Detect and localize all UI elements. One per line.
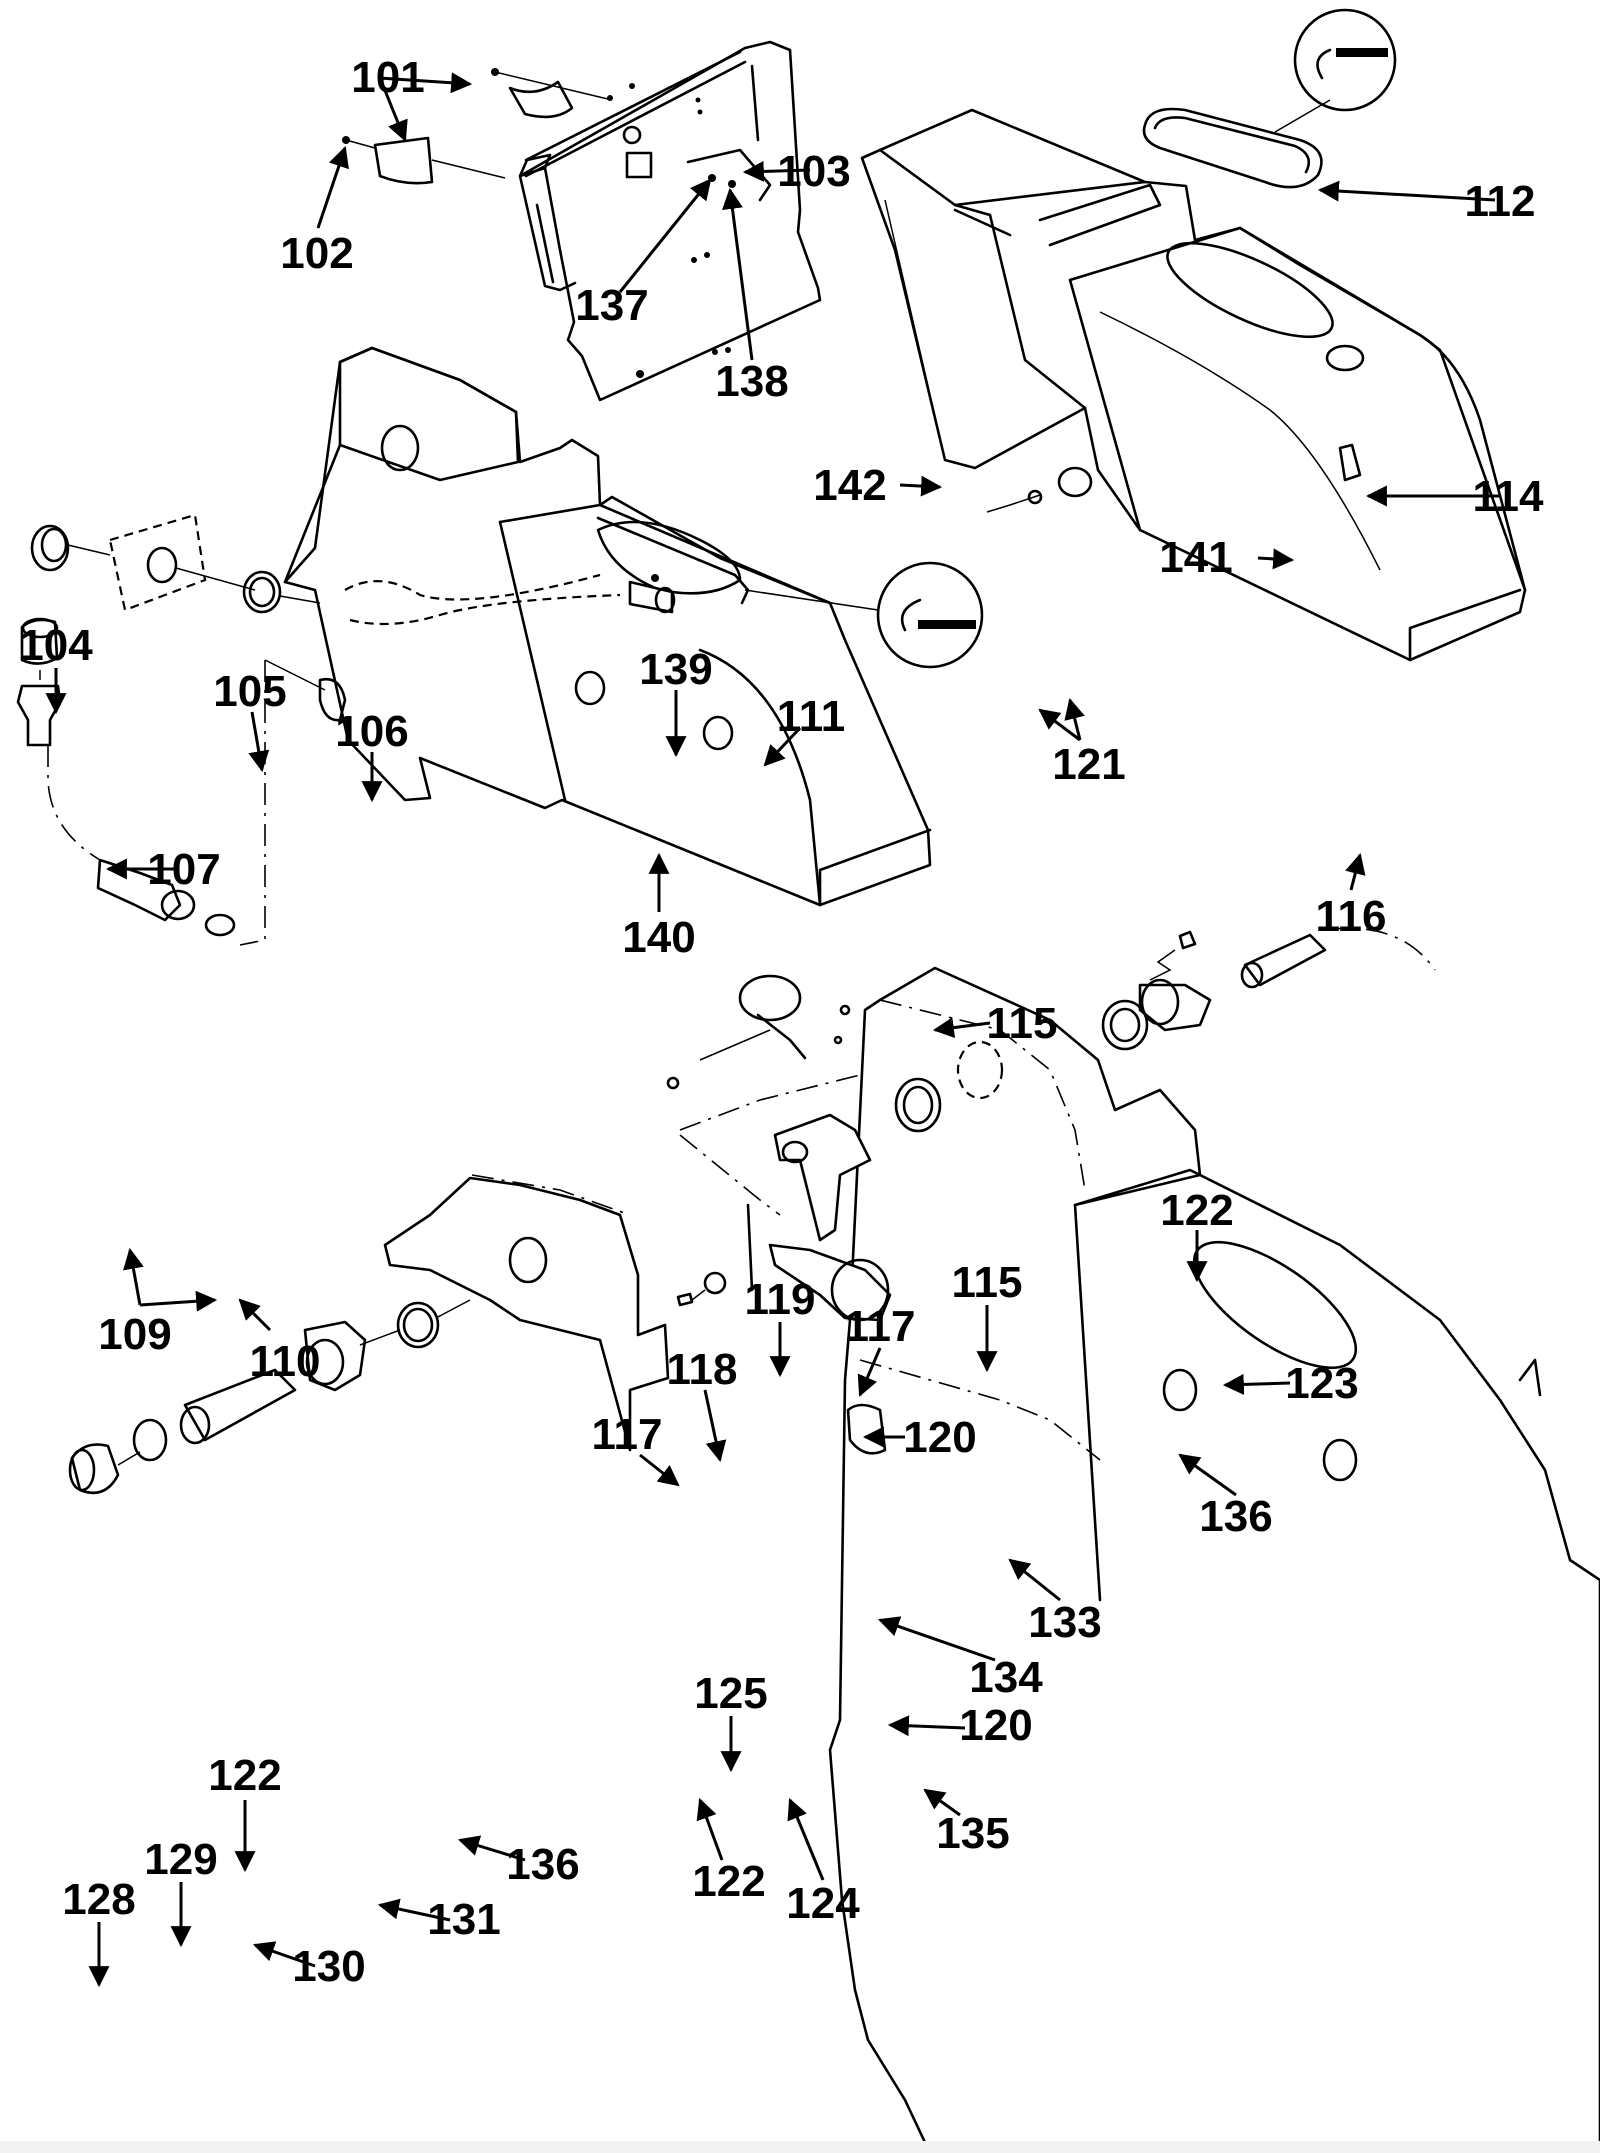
fittings-right <box>1101 927 1436 1051</box>
part-callout-103: 103 <box>777 147 850 196</box>
part-callout-111: 111 <box>777 692 846 741</box>
part-callout-119: 119 <box>745 1275 816 1324</box>
part-callout-115: 115 <box>987 999 1058 1048</box>
tank-115-lower <box>828 966 1600 2153</box>
tank-115-upper <box>283 346 932 907</box>
tank-bracket-lower-left <box>383 1174 670 1452</box>
part-callout-102: 102 <box>280 229 353 278</box>
part-callout-101: 101 <box>351 53 424 102</box>
callout-labels: 101 102 103 137 138 112 114 141 142 104 105 106 107 1… <box>19 53 1544 1991</box>
valve-parts <box>666 974 1004 1322</box>
part-callout-112: 112 <box>1465 177 1536 226</box>
clamp-101-lower <box>342 136 506 185</box>
part-callout-125: 125 <box>694 1669 767 1718</box>
part-callout-128: 128 <box>62 1875 135 1924</box>
part-callout-137: 137 <box>575 281 648 330</box>
part-callout-134: 134 <box>969 1653 1043 1702</box>
part-callout-110: 110 <box>250 1337 321 1386</box>
part-callout-121: 121 <box>1052 740 1125 789</box>
part-callout-115: 115 <box>952 1258 1023 1307</box>
leader-lines <box>45 72 1500 1988</box>
part-callout-129: 129 <box>144 1835 217 1884</box>
part-callout-140: 140 <box>622 913 695 962</box>
part-callout-133: 133 <box>1028 1598 1101 1647</box>
part-callout-124: 124 <box>786 1879 860 1928</box>
part-callout-104: 104 <box>19 621 93 670</box>
part-callout-122: 122 <box>208 1751 281 1800</box>
part-callout-105: 105 <box>213 667 286 716</box>
tank-116 <box>860 108 1527 662</box>
part-callout-142: 142 <box>813 461 886 510</box>
part-callout-122: 122 <box>1160 1186 1233 1235</box>
part-callout-138: 138 <box>715 357 788 406</box>
part-callout-135: 135 <box>936 1809 1009 1858</box>
part-callout-109: 109 <box>98 1310 171 1359</box>
part-callout-117: 117 <box>845 1302 916 1351</box>
part-callout-107: 107 <box>147 845 220 894</box>
part-callout-131: 131 <box>427 1895 500 1944</box>
part-callout-123: 123 <box>1285 1359 1358 1408</box>
part-callout-122: 122 <box>692 1857 765 1906</box>
clamp-101-upper <box>491 68 613 119</box>
fittings-lower-left <box>68 1299 471 1495</box>
part-callout-139: 139 <box>639 645 712 694</box>
part-callout-120: 120 <box>959 1701 1032 1750</box>
part-callout-141: 141 <box>1159 533 1232 582</box>
hose-140 <box>628 574 676 614</box>
part-callout-136: 136 <box>506 1840 579 1889</box>
footer-bar <box>0 2141 1600 2153</box>
part-callout-116: 116 <box>1316 892 1387 941</box>
gasket-112 <box>1142 8 1397 189</box>
part-callout-106: 106 <box>335 707 408 756</box>
part-callout-136: 136 <box>1199 1492 1272 1541</box>
part-callout-130: 130 <box>292 1942 365 1991</box>
part-callout-120: 120 <box>903 1413 976 1462</box>
gasket-111 <box>596 516 984 669</box>
part-callout-117: 117 <box>592 1410 663 1459</box>
part-callout-114: 114 <box>1473 472 1545 521</box>
part-callout-118: 118 <box>667 1345 738 1394</box>
